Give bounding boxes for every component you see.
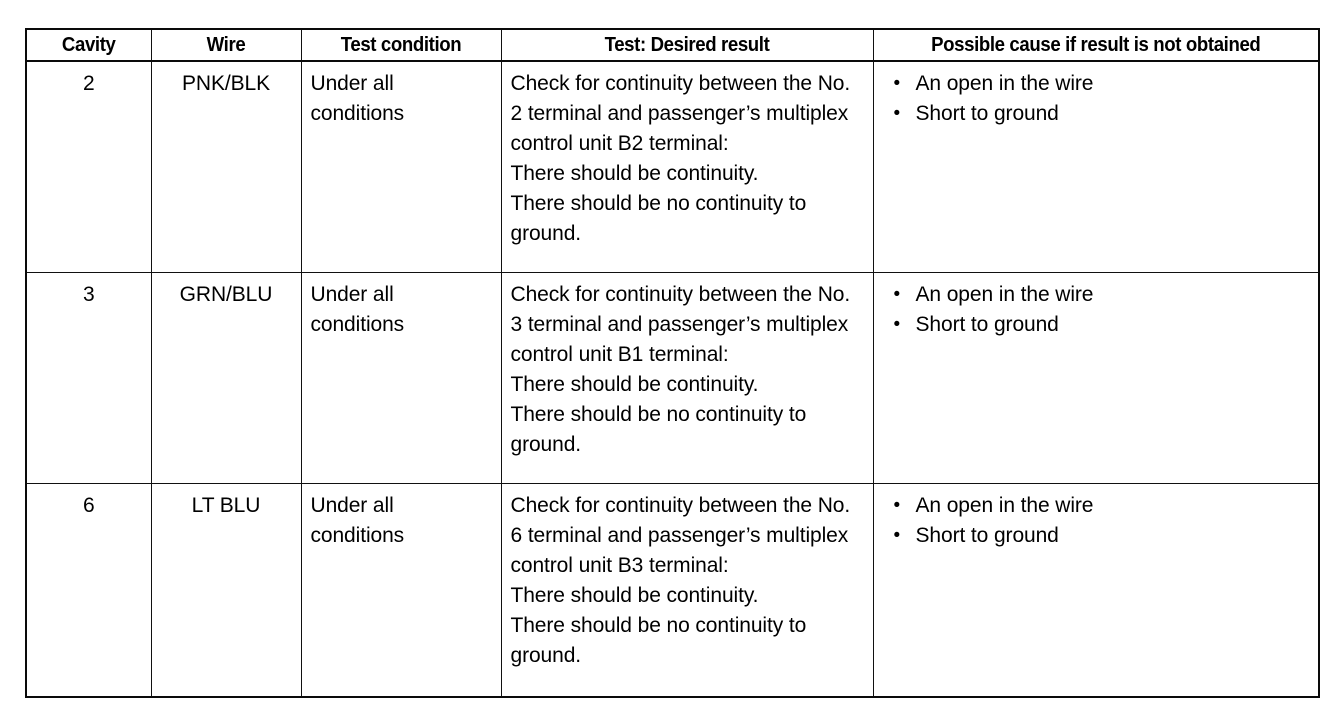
test-condition-value: Under all conditions bbox=[310, 494, 405, 547]
troubleshooting-table: Cavity Wire Test condition Test: Desired… bbox=[25, 28, 1320, 698]
possible-cause-list: • An open in the wire • Short to ground bbox=[874, 62, 1319, 129]
table-row: 6 LT BLU Under all conditions Check for … bbox=[25, 483, 1320, 698]
bullet-icon: • bbox=[893, 73, 901, 94]
list-item-label: Short to ground bbox=[915, 102, 1059, 125]
list-item: • Short to ground bbox=[892, 99, 1319, 129]
cell-cavity: 6 bbox=[25, 483, 152, 698]
column-header-wire: Wire bbox=[155, 28, 297, 62]
cavity-value: 3 bbox=[82, 283, 95, 306]
possible-cause-list: • An open in the wire • Short to ground bbox=[874, 484, 1319, 551]
column-header-cause: Possible cause if result is not obtained bbox=[888, 28, 1304, 62]
cell-wire: GRN/BLU bbox=[150, 272, 302, 484]
cell-cavity: 2 bbox=[25, 60, 152, 273]
possible-cause-list: • An open in the wire • Short to ground bbox=[874, 273, 1319, 340]
cell-test-condition: Under all conditions bbox=[300, 483, 502, 698]
cell-test-desired-result: Check for continuity between the No. 2 t… bbox=[500, 60, 874, 273]
list-item: • An open in the wire bbox=[892, 280, 1319, 310]
table-row: 3 GRN/BLU Under all conditions Check for… bbox=[25, 272, 1320, 484]
list-item-label: An open in the wire bbox=[915, 72, 1094, 95]
cell-possible-cause: • An open in the wire • Short to ground bbox=[872, 483, 1320, 698]
bullet-icon: • bbox=[893, 314, 901, 335]
column-header-cavity: Cavity bbox=[29, 28, 148, 62]
test-condition-value: Under all conditions bbox=[310, 72, 405, 125]
list-item-label: Short to ground bbox=[915, 524, 1059, 547]
cell-test-desired-result: Check for continuity between the No. 6 t… bbox=[500, 483, 874, 698]
cavity-value: 6 bbox=[82, 494, 95, 517]
wire-value: PNK/BLK bbox=[181, 72, 270, 95]
list-item: • An open in the wire bbox=[892, 69, 1319, 99]
bullet-icon: • bbox=[893, 103, 901, 124]
list-item-label: Short to ground bbox=[915, 313, 1059, 336]
cell-wire: LT BLU bbox=[150, 483, 302, 698]
table-header-row: Cavity Wire Test condition Test: Desired… bbox=[26, 28, 1319, 62]
bullet-icon: • bbox=[893, 525, 901, 546]
cell-test-desired-result: Check for continuity between the No. 3 t… bbox=[500, 272, 874, 484]
cell-wire: PNK/BLK bbox=[150, 60, 302, 273]
test-desired-result-value: Check for continuity between the No. 3 t… bbox=[510, 283, 851, 456]
list-item-label: An open in the wire bbox=[915, 494, 1094, 517]
cell-possible-cause: • An open in the wire • Short to ground bbox=[872, 272, 1320, 484]
list-item: • Short to ground bbox=[892, 310, 1319, 340]
wire-value: LT BLU bbox=[191, 494, 261, 517]
list-item-label: An open in the wire bbox=[915, 283, 1094, 306]
wire-value: GRN/BLU bbox=[179, 283, 273, 306]
list-item: • Short to ground bbox=[892, 521, 1319, 551]
bullet-icon: • bbox=[893, 284, 901, 305]
cell-test-condition: Under all conditions bbox=[300, 60, 502, 273]
cavity-value: 2 bbox=[82, 72, 95, 95]
test-desired-result-value: Check for continuity between the No. 6 t… bbox=[510, 494, 851, 667]
cell-possible-cause: • An open in the wire • Short to ground bbox=[872, 60, 1320, 273]
column-header-condition: Test condition bbox=[307, 28, 495, 62]
column-header-test: Test: Desired result bbox=[513, 28, 861, 62]
test-condition-value: Under all conditions bbox=[310, 283, 405, 336]
cell-cavity: 3 bbox=[25, 272, 152, 484]
list-item: • An open in the wire bbox=[892, 491, 1319, 521]
test-desired-result-value: Check for continuity between the No. 2 t… bbox=[510, 72, 851, 245]
cell-test-condition: Under all conditions bbox=[300, 272, 502, 484]
table-row: 2 PNK/BLK Under all conditions Check for… bbox=[25, 60, 1320, 273]
bullet-icon: • bbox=[893, 495, 901, 516]
